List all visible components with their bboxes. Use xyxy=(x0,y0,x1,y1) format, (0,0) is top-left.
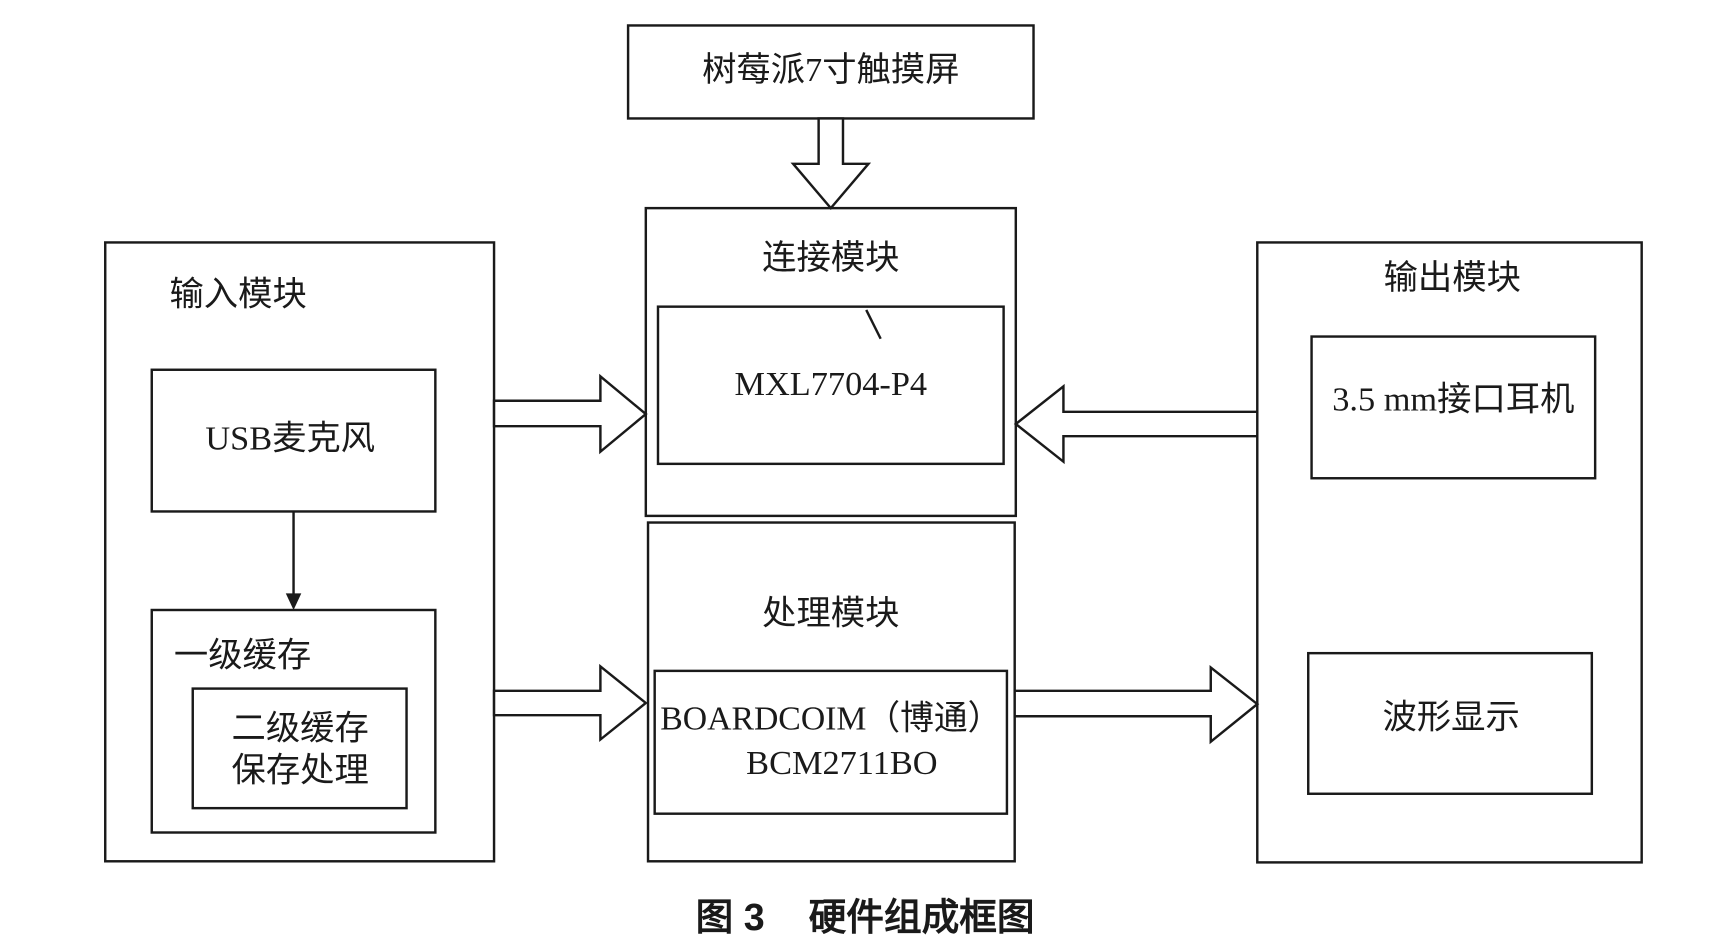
touchscreen-node: 树莓派7寸触摸屏 xyxy=(626,24,1035,120)
l2-cache-box xyxy=(191,687,408,810)
input-to-connection-arrow xyxy=(492,373,648,455)
mxl-chip-label: MXL7704-P4 xyxy=(735,365,928,403)
touchscreen-to-connection-arrow xyxy=(790,117,872,211)
input-module-title: 输入模块 xyxy=(169,276,306,314)
output-module-title: 输出模块 xyxy=(1384,259,1521,297)
touchscreen-label: 树莓派7寸触摸屏 xyxy=(702,51,959,89)
connection-module: 连接模块 MXL7704-P4 xyxy=(644,206,1018,518)
microphone-label: USB麦克风 xyxy=(205,419,375,457)
mic-to-cache-arrowhead xyxy=(285,593,302,610)
input-to-processing-arrow xyxy=(492,663,648,743)
l1-cache-label: 一级缓存 xyxy=(174,636,311,674)
microphone-box xyxy=(150,368,437,513)
processing-to-output-arrow xyxy=(1013,665,1260,745)
output-to-connection-arrow xyxy=(1013,383,1259,465)
connector-mark xyxy=(865,309,882,340)
l2-cache-label-line2: 保存处理 xyxy=(232,752,369,790)
processing-module: 处理模块 BOARDCOIM（博通） BCM2711BO xyxy=(646,521,1016,863)
l2-cache-label-line1: 二级缓存 xyxy=(232,710,369,748)
figure-title: 硬件组成框图 xyxy=(809,896,1035,938)
mxl-chip-box xyxy=(656,305,1005,466)
processing-module-title: 处理模块 xyxy=(762,594,899,632)
figure-caption: 图 3 硬件组成框图 xyxy=(696,896,1035,938)
bcm-chip-box xyxy=(653,669,1009,815)
headphones-box xyxy=(1310,335,1597,480)
bcm-chip-label-line2: BCM2711BO xyxy=(746,744,937,782)
input-module: 输入模块 USB麦克风 一级缓存 二级缓存 保存处理 xyxy=(104,241,496,863)
output-module: 输出模块 3.5 mm接口耳机 波形显示 xyxy=(1256,241,1643,864)
connection-module-title: 连接模块 xyxy=(762,239,899,277)
headphones-label: 3.5 mm接口耳机 xyxy=(1332,381,1574,419)
figure-number: 图 3 xyxy=(696,896,765,938)
touchscreen-box xyxy=(626,24,1035,120)
waveform-label: 波形显示 xyxy=(1382,698,1519,736)
bcm-chip-label-line1: BOARDCOIM（博通） xyxy=(660,700,1001,738)
waveform-box xyxy=(1307,651,1594,795)
